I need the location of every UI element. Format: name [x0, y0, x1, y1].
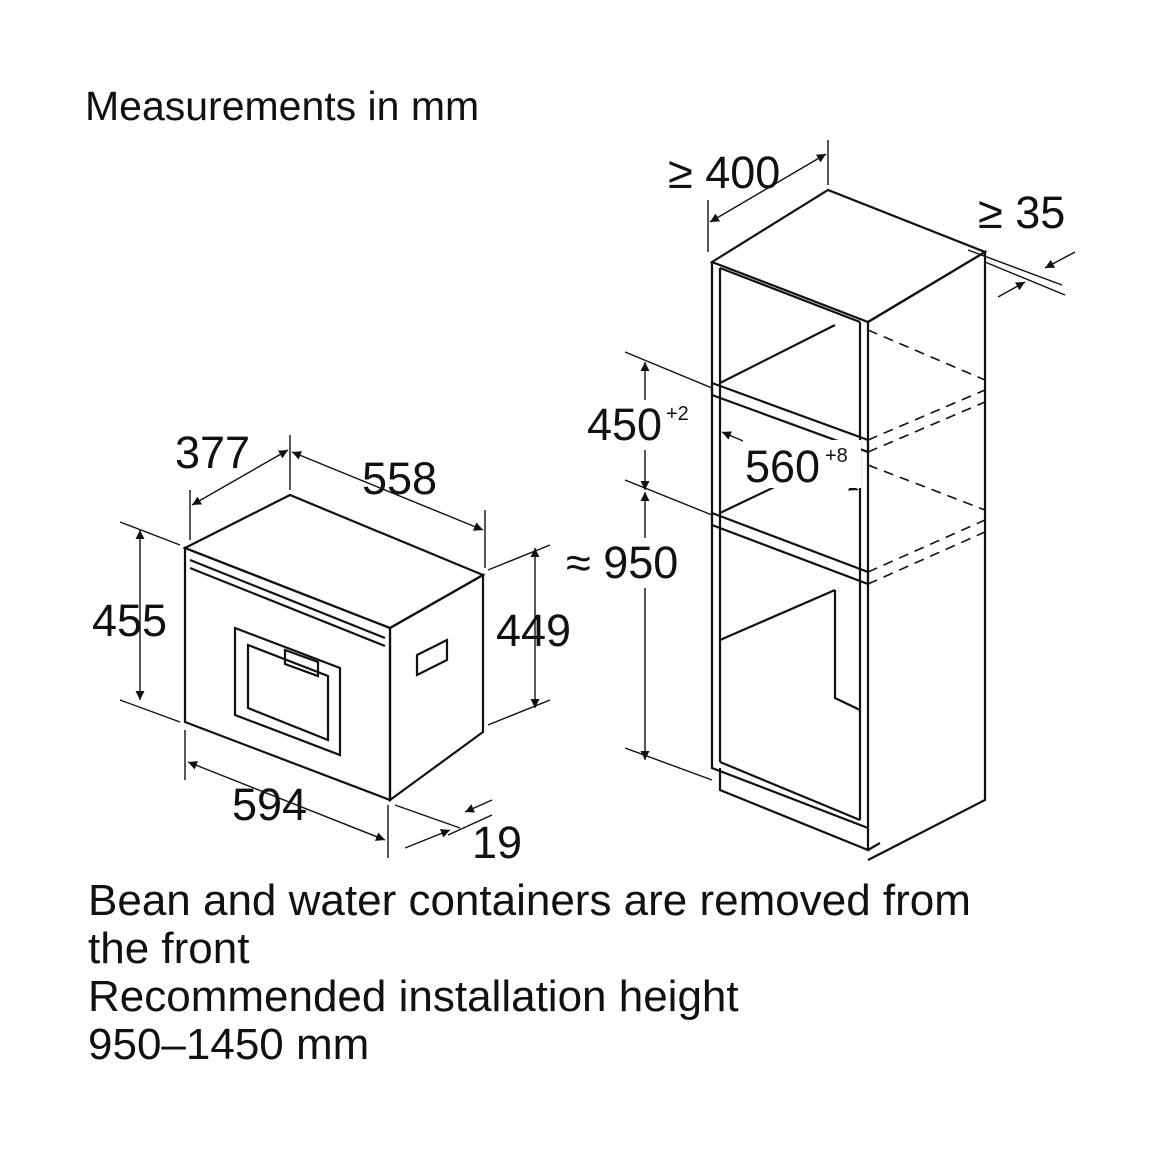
dimension-cabinet-depth: ≥ 400 [668, 147, 780, 198]
middle-shelf [710, 511, 870, 586]
note-line-3: Recommended installation height [88, 972, 739, 1021]
label-450-background [585, 400, 703, 450]
appliance-drawing [182, 493, 486, 803]
dimension-height-side: 449 [496, 605, 571, 656]
dimension-width: 594 [232, 779, 307, 830]
dimension-front-offset: 19 [472, 817, 522, 868]
dimension-height-front: 455 [92, 595, 167, 646]
cabinet-top [709, 188, 988, 324]
appliance-dimension-lines [119, 435, 551, 858]
niche-height-tolerance: +2 [666, 403, 689, 425]
appliance-side [388, 573, 485, 803]
side-handle [415, 638, 449, 677]
dimension-depth-top: 558 [362, 453, 437, 504]
dispenser-opening [233, 626, 342, 757]
coffee-spout [283, 648, 320, 678]
label-560-background [743, 440, 861, 488]
dimension-floor-height: ≈ 950 [566, 537, 678, 588]
appliance-front [183, 546, 392, 802]
label-950-background [565, 538, 690, 588]
dimension-niche-height: 450 [587, 399, 662, 450]
cabinet-hidden-lines [867, 329, 986, 585]
appliance-top [182, 493, 486, 630]
dimension-niche-width: 560 [745, 441, 820, 492]
heading: Measurements in mm [85, 83, 479, 129]
note-line-1: Bean and water containers are removed fr… [88, 876, 971, 925]
note-line-4: 950–1450 mm [88, 1020, 369, 1069]
niche-width-tolerance: +8 [825, 445, 848, 467]
cabinet-drawing [709, 188, 988, 861]
dispenser-inner [246, 643, 330, 742]
dimension-depth-side: 377 [175, 427, 250, 478]
note-line-2: the front [88, 924, 249, 973]
dimension-rear-gap: ≥ 35 [978, 187, 1065, 238]
